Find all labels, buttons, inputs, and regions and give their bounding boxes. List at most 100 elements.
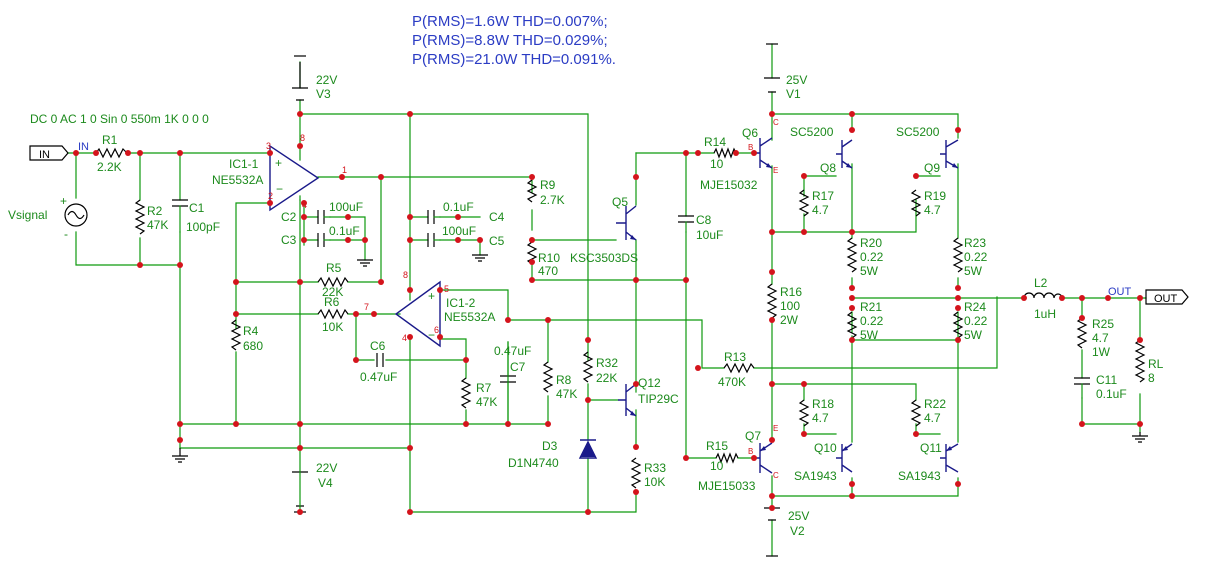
svg-text:SA1943: SA1943 — [898, 469, 941, 483]
supply-v2: 25V V2 — [764, 507, 809, 557]
capacitor-c4: C4 0.1uF — [427, 200, 505, 224]
svg-text:R16: R16 — [780, 285, 802, 299]
svg-text:10K: 10K — [644, 475, 665, 489]
svg-text:TIP29C: TIP29C — [638, 392, 679, 406]
resistor-r15: R15 10 — [706, 439, 739, 473]
svg-text:C5: C5 — [489, 234, 505, 248]
capacitor-c3: C3 0.1uF — [281, 224, 360, 247]
svg-text:B: B — [748, 143, 753, 152]
svg-text:V2: V2 — [790, 524, 805, 538]
svg-text:22K: 22K — [596, 371, 617, 385]
svg-text:5W: 5W — [964, 264, 983, 278]
svg-text:C3: C3 — [281, 233, 297, 247]
svg-text:Q12: Q12 — [638, 376, 661, 390]
svg-text:7: 7 — [364, 302, 369, 312]
transistor-q8: SC5200 Q8 — [790, 125, 853, 175]
net-label-out: OUT — [1108, 286, 1132, 298]
resistor-r14: R14 10 — [704, 135, 737, 171]
svg-text:R7: R7 — [476, 381, 492, 395]
svg-text:R5: R5 — [326, 261, 342, 275]
svg-text:R22: R22 — [924, 397, 946, 411]
svg-text:8: 8 — [403, 270, 408, 280]
svg-text:SC5200: SC5200 — [790, 125, 834, 139]
capacitor-c2: C2 100uF — [281, 200, 363, 224]
svg-text:C8: C8 — [696, 213, 712, 227]
resistor-rl: RL 8 — [1134, 339, 1164, 385]
capacitor-c11: C11 0.1uF — [1074, 373, 1127, 401]
resistor-r23: R23 0.22 5W — [952, 236, 988, 278]
svg-text:R33: R33 — [644, 461, 666, 475]
svg-text:0.22: 0.22 — [860, 314, 884, 328]
svg-text:22V: 22V — [316, 73, 337, 87]
svg-text:10: 10 — [710, 459, 724, 473]
supply-v1: 25V V1 — [764, 43, 807, 101]
svg-text:R32: R32 — [596, 356, 618, 370]
resistor-r21: R21 0.22 5W — [846, 300, 884, 342]
svg-text:R15: R15 — [706, 439, 728, 453]
svg-text:MJE15032: MJE15032 — [700, 178, 758, 192]
resistor-r6: R6 10K — [317, 295, 349, 334]
result-line-2: P(RMS)=8.8W THD=0.029%; — [412, 32, 608, 49]
svg-text:22V: 22V — [316, 461, 337, 475]
input-port-label: IN — [39, 149, 50, 161]
svg-text:C4: C4 — [489, 210, 505, 224]
svg-text:Q11: Q11 — [920, 441, 942, 455]
resistor-r13: R13 470K — [718, 350, 755, 389]
capacitor-c8: C8 10uF — [678, 213, 723, 242]
svg-text:470: 470 — [538, 264, 558, 278]
input-port: IN — [29, 145, 69, 161]
svg-text:0.22: 0.22 — [964, 250, 988, 264]
svg-text:Q5: Q5 — [612, 195, 628, 209]
svg-text:C: C — [773, 118, 779, 127]
result-line-3: P(RMS)=21.0W THD=0.091%. — [412, 51, 616, 68]
svg-text:0.1uF: 0.1uF — [1096, 387, 1127, 401]
transistor-q7: Q7 MJE15033 E B C — [698, 424, 779, 493]
svg-text:NE5532A: NE5532A — [212, 173, 263, 187]
svg-text:SA1943: SA1943 — [794, 469, 837, 483]
svg-text:25V: 25V — [786, 73, 807, 87]
capacitor-c5: C5 100uF — [427, 224, 505, 248]
resistor-r19: R19 4.7 — [910, 189, 946, 217]
svg-text:2.7K: 2.7K — [540, 193, 565, 207]
svg-text:−: − — [428, 328, 435, 342]
svg-text:KSC3503DS: KSC3503DS — [570, 251, 638, 265]
svg-text:IC1-2: IC1-2 — [446, 296, 476, 310]
svg-text:Q6: Q6 — [742, 126, 758, 140]
resistor-r16: R16 100 2W — [766, 283, 802, 327]
svg-text:E: E — [773, 424, 778, 433]
svg-text:+: + — [275, 156, 282, 170]
resistor-r17: R17 4.7 — [798, 189, 834, 217]
transistor-q11: Q11 SA1943 — [898, 441, 959, 483]
svg-text:R9: R9 — [540, 178, 556, 192]
svg-text:Q8: Q8 — [820, 161, 836, 175]
junction-dots — [73, 111, 1143, 515]
svg-text:R18: R18 — [812, 397, 834, 411]
svg-text:2W: 2W — [780, 313, 799, 327]
resistor-r9: R9 2.7K — [526, 178, 565, 207]
svg-text:R25: R25 — [1092, 317, 1114, 331]
svg-text:0.1uF: 0.1uF — [443, 200, 474, 214]
svg-text:R19: R19 — [924, 189, 946, 203]
svg-text:E: E — [773, 166, 778, 175]
svg-text:470K: 470K — [718, 375, 746, 389]
svg-text:4.7: 4.7 — [812, 203, 829, 217]
svg-text:680: 680 — [243, 339, 263, 353]
svg-text:−: − — [276, 182, 283, 196]
svg-text:C6: C6 — [370, 339, 386, 353]
svg-text:R13: R13 — [724, 350, 746, 364]
svg-text:R21: R21 — [860, 300, 882, 314]
svg-text:R14: R14 — [704, 135, 726, 149]
svg-text:IC1-1: IC1-1 — [229, 157, 259, 171]
svg-text:L2: L2 — [1034, 276, 1048, 290]
capacitor-c7: C7 0.47uF — [494, 341, 531, 425]
opamp-ic1-1: + − IC1-1 NE5532A 3 8 1 2 4 — [212, 133, 347, 212]
svg-text:+: + — [60, 194, 67, 208]
vsignal-label: Vsignal — [8, 208, 47, 222]
svg-text:V1: V1 — [786, 87, 801, 101]
svg-text:4.7: 4.7 — [812, 411, 829, 425]
resistor-r32: R32 22K — [582, 351, 618, 385]
resistor-r20: R20 0.22 5W — [846, 236, 884, 278]
svg-text:5: 5 — [444, 284, 449, 294]
zener-d3: D3 D1N4740 — [508, 439, 598, 470]
